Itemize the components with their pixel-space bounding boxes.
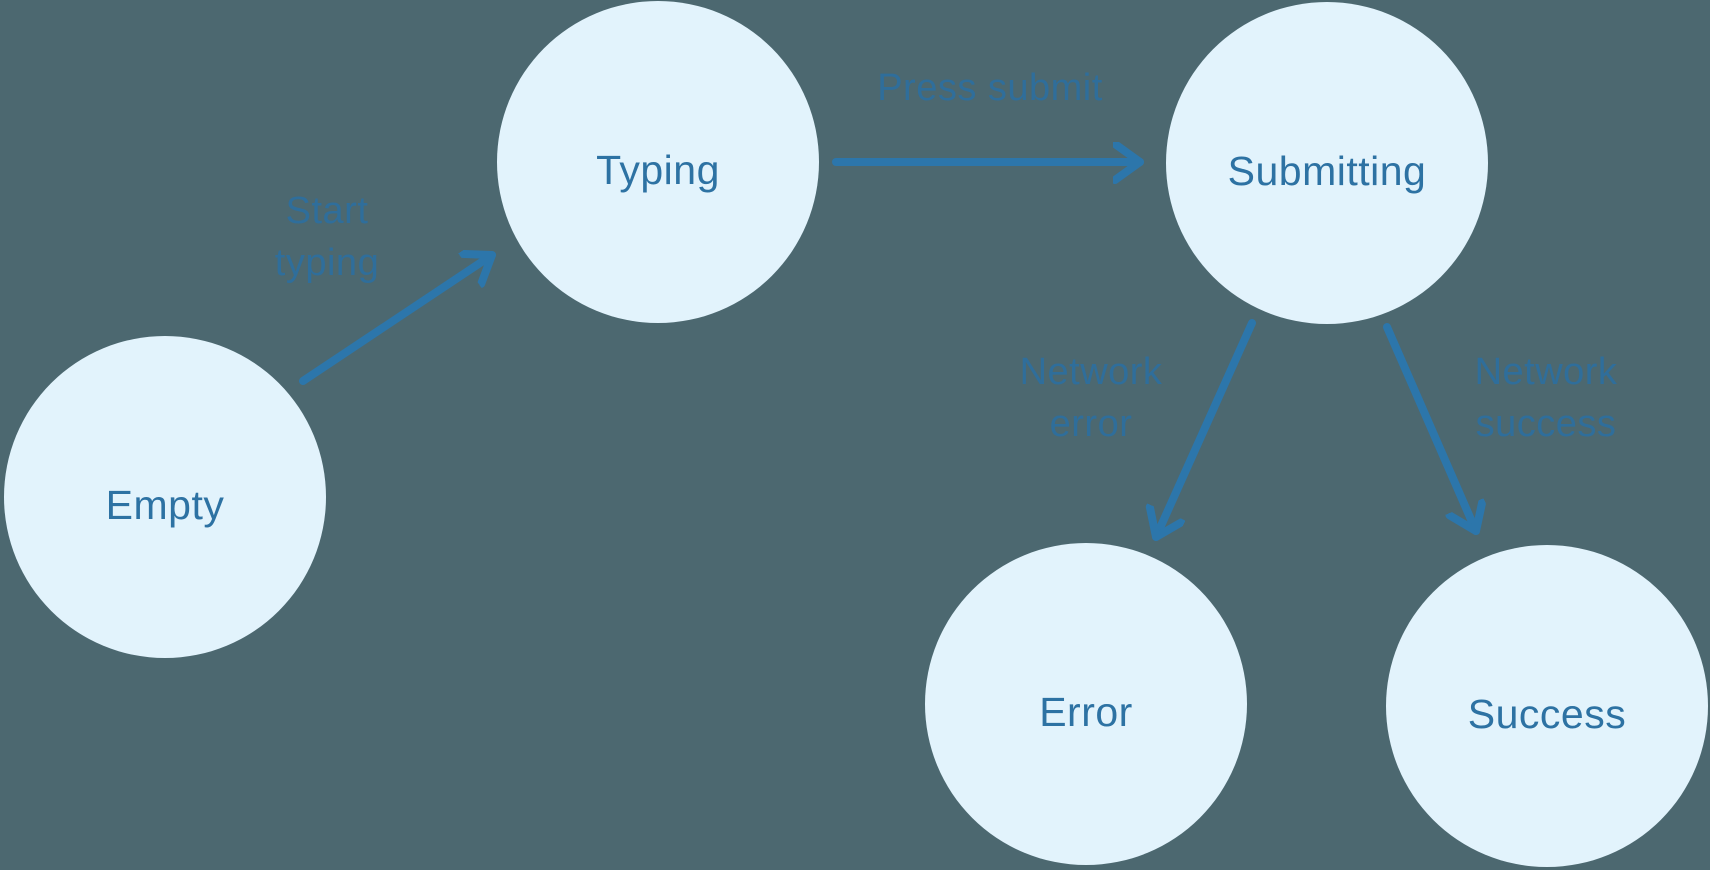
transition-label-press-submit: Press submit: [877, 67, 1103, 109]
state-node-success: Success: [1386, 545, 1708, 867]
state-node-error: Error: [925, 543, 1247, 865]
transition-label-start-typing: Start typing: [274, 190, 380, 284]
transition-label-network-success: Network success: [1474, 351, 1618, 445]
state-label-typing: Typing: [596, 146, 720, 193]
state-node-submitting: Submitting: [1166, 2, 1488, 324]
arrow-submitting-to-error: [1156, 319, 1256, 541]
transition-label-network-error: Network error: [1019, 351, 1163, 445]
state-label-error: Error: [1039, 688, 1133, 735]
arrow-submitting-to-success: [1383, 323, 1476, 535]
state-label-success: Success: [1467, 690, 1627, 737]
state-label-submitting: Submitting: [1227, 147, 1427, 194]
state-node-typing: Typing: [497, 1, 819, 323]
arrow-empty-to-typing: [299, 255, 496, 385]
state-label-empty: Empty: [105, 481, 225, 528]
state-node-empty: Empty: [4, 336, 326, 658]
